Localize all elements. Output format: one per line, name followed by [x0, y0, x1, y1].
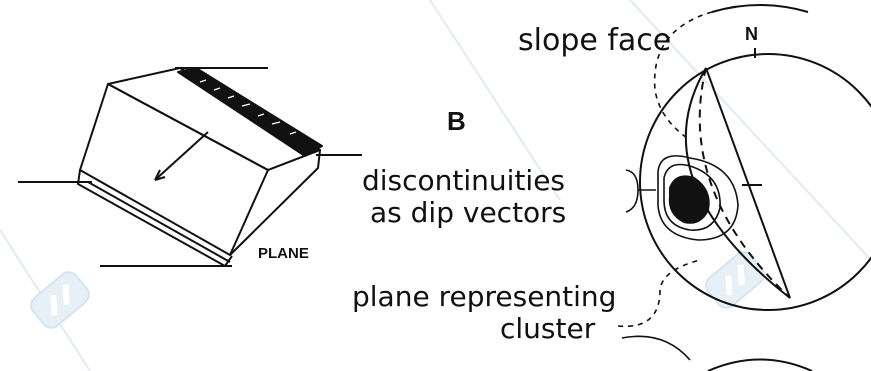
plane-representing-label: plane representing	[352, 280, 616, 313]
stereonet-primitive-circle	[639, 53, 871, 311]
stereonet	[617, 4, 871, 371]
slope-face-leader	[653, 11, 713, 141]
cluster-plane-great-circle	[698, 67, 791, 299]
contour-outer	[657, 155, 739, 241]
dark-strip	[177, 67, 323, 157]
discontinuities-bracket	[625, 169, 639, 213]
slope-block-sketch	[18, 67, 362, 267]
watermark-logo-right	[705, 251, 765, 309]
discontinuities-label-line1: discontinuities	[362, 164, 565, 197]
cluster-label: cluster	[500, 312, 596, 345]
contour-dense-core	[668, 175, 710, 224]
plane-label: PLANE	[258, 245, 309, 262]
lower-net-arc	[707, 358, 813, 371]
cluster-leader	[617, 259, 701, 328]
dip-arrow	[154, 131, 209, 181]
strike-line	[705, 67, 791, 299]
contour-middle	[663, 163, 721, 231]
upper-net-arc	[711, 4, 809, 13]
sliding-plane	[77, 169, 233, 267]
cluster-leader-lower	[621, 335, 691, 361]
block-right-face	[229, 149, 321, 256]
discontinuities-label-line2: as dip vectors	[370, 196, 566, 229]
watermark-logo-left	[30, 271, 90, 329]
slope-face-label: slope face	[518, 23, 671, 58]
north-label: N	[745, 24, 758, 44]
panel-letter: B	[447, 106, 466, 136]
